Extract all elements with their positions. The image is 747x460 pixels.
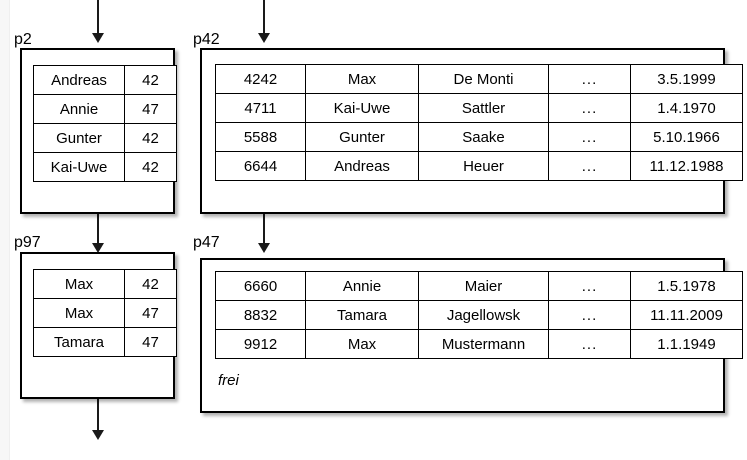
cell-firstname: Tamara — [305, 300, 419, 330]
cell-id: 9912 — [215, 329, 306, 359]
cell-lastname: Mustermann — [418, 329, 549, 359]
arrow-out-of-p97 — [97, 399, 99, 431]
arrow-into-p42 — [263, 0, 265, 34]
cell-date: 1.5.1978 — [630, 271, 743, 301]
table-row: Max 47 — [33, 298, 177, 328]
table-row: Tamara 47 — [33, 327, 177, 357]
free-space-label: frei — [218, 372, 239, 389]
index-table-p97: Max 42 Max 47 Tamara 47 — [33, 269, 177, 357]
table-row: 4242 Max De Monti ... 3.5.1999 — [215, 64, 743, 94]
cell-ellipsis: ... — [548, 122, 631, 152]
data-table-p42: 4242 Max De Monti ... 3.5.1999 4711 Kai-… — [215, 64, 743, 181]
cell-key: Kai-Uwe — [33, 152, 125, 182]
cell-date: 1.4.1970 — [630, 93, 743, 123]
index-table-p2: Andreas 42 Annie 47 Gunter 42 Kai-Uwe 42 — [33, 65, 177, 182]
cell-key: Max — [33, 298, 125, 328]
cell-bucket: 47 — [124, 298, 177, 328]
table-row: 9912 Max Mustermann ... 1.1.1949 — [215, 329, 743, 359]
cell-bucket: 47 — [124, 327, 177, 357]
cell-id: 4711 — [215, 93, 306, 123]
cell-lastname: De Monti — [418, 64, 549, 94]
slide-left-margin — [0, 0, 10, 460]
cell-lastname: Heuer — [418, 151, 549, 181]
table-row: 4711 Kai-Uwe Sattler ... 1.4.1970 — [215, 93, 743, 123]
cell-ellipsis: ... — [548, 329, 631, 359]
page-box-p97[interactable]: Max 42 Max 47 Tamara 47 — [20, 252, 177, 399]
cell-id: 5588 — [215, 122, 306, 152]
arrow-into-p2 — [97, 0, 99, 34]
cell-id: 4242 — [215, 64, 306, 94]
table-row: Annie 47 — [33, 94, 177, 124]
cell-ellipsis: ... — [548, 151, 631, 181]
cell-firstname: Andreas — [305, 151, 419, 181]
table-row: 6660 Annie Maier ... 1.5.1978 — [215, 271, 743, 301]
cell-date: 3.5.1999 — [630, 64, 743, 94]
cell-date: 5.10.1966 — [630, 122, 743, 152]
cell-ellipsis: ... — [548, 93, 631, 123]
cell-date: 1.1.1949 — [630, 329, 743, 359]
cell-bucket: 42 — [124, 123, 177, 153]
page-label-p47: p47 — [193, 234, 220, 251]
cell-firstname: Max — [305, 64, 419, 94]
arrow-p2-to-p97 — [97, 214, 99, 244]
cell-ellipsis: ... — [548, 271, 631, 301]
cell-bucket: 42 — [124, 152, 177, 182]
cell-lastname: Sattler — [418, 93, 549, 123]
table-row: Gunter 42 — [33, 123, 177, 153]
data-table-p47: 6660 Annie Maier ... 1.5.1978 8832 Tamar… — [215, 271, 743, 359]
cell-lastname: Saake — [418, 122, 549, 152]
cell-id: 6644 — [215, 151, 306, 181]
cell-firstname: Gunter — [305, 122, 419, 152]
cell-key: Tamara — [33, 327, 125, 357]
page-label-p42: p42 — [193, 31, 220, 48]
cell-firstname: Annie — [305, 271, 419, 301]
cell-firstname: Kai-Uwe — [305, 93, 419, 123]
cell-key: Gunter — [33, 123, 125, 153]
table-row: Andreas 42 — [33, 65, 177, 95]
page-box-p47[interactable]: 6660 Annie Maier ... 1.5.1978 8832 Tamar… — [200, 258, 743, 413]
cell-date: 11.11.2009 — [630, 300, 743, 330]
cell-bucket: 47 — [124, 94, 177, 124]
cell-key: Max — [33, 269, 125, 299]
table-row: 5588 Gunter Saake ... 5.10.1966 — [215, 122, 743, 152]
cell-lastname: Jagellowsk — [418, 300, 549, 330]
page-box-p2[interactable]: Andreas 42 Annie 47 Gunter 42 Kai-Uwe 42 — [20, 48, 177, 214]
cell-bucket: 42 — [124, 269, 177, 299]
page-label-p97: p97 — [14, 234, 41, 251]
cell-ellipsis: ... — [548, 300, 631, 330]
cell-lastname: Maier — [418, 271, 549, 301]
cell-key: Annie — [33, 94, 125, 124]
page-label-p2: p2 — [14, 31, 32, 48]
cell-date: 11.12.1988 — [630, 151, 743, 181]
cell-id: 8832 — [215, 300, 306, 330]
table-row: Kai-Uwe 42 — [33, 152, 177, 182]
cell-firstname: Max — [305, 329, 419, 359]
cell-bucket: 42 — [124, 65, 177, 95]
cell-ellipsis: ... — [548, 64, 631, 94]
table-row: 8832 Tamara Jagellowsk ... 11.11.2009 — [215, 300, 743, 330]
table-row: 6644 Andreas Heuer ... 11.12.1988 — [215, 151, 743, 181]
arrow-p42-to-p47 — [263, 214, 265, 244]
cell-id: 6660 — [215, 271, 306, 301]
cell-key: Andreas — [33, 65, 125, 95]
page-box-p42[interactable]: 4242 Max De Monti ... 3.5.1999 4711 Kai-… — [200, 48, 743, 214]
table-row: Max 42 — [33, 269, 177, 299]
